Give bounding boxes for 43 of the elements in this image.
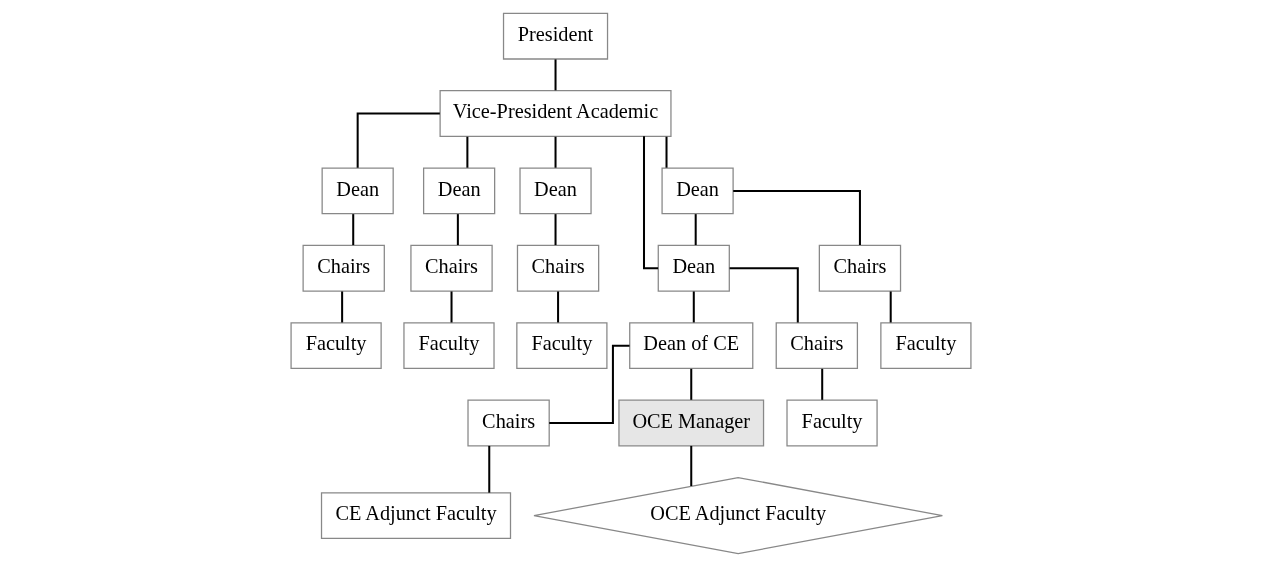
connector (356, 112, 440, 168)
connector (557, 291, 560, 323)
connector (665, 136, 668, 168)
node-box: Faculty (516, 322, 608, 370)
node-box: Dean (321, 167, 394, 215)
connector (352, 214, 355, 246)
connector (554, 136, 557, 168)
connector (694, 214, 697, 246)
node-box: Faculty (290, 322, 382, 370)
connector (889, 291, 892, 323)
node-box: President (502, 12, 609, 60)
node-box: Dean (519, 167, 592, 215)
node-box: Chairs (775, 322, 859, 370)
node-box: Chairs (516, 244, 600, 292)
connector (690, 445, 693, 486)
node-box: Faculty (880, 322, 972, 370)
node-box: Dean (423, 167, 496, 215)
connector (692, 291, 695, 323)
node-box: Chairs (467, 399, 550, 447)
connector (643, 136, 659, 270)
node-box: Faculty (786, 399, 878, 447)
node-box: CE Adjunct Faculty (320, 492, 512, 540)
connector (466, 136, 469, 168)
node-box: Chairs (302, 244, 385, 292)
node-box: Chairs (410, 244, 493, 292)
node-box: Faculty (403, 322, 495, 370)
node-box: Vice-President Academic (439, 90, 672, 137)
connector (733, 189, 861, 246)
connector (821, 368, 824, 400)
connector (450, 291, 453, 323)
connector (488, 445, 491, 493)
node-box: Dean (661, 167, 734, 215)
node-box: Dean (657, 244, 730, 292)
node-box: Dean of CE (629, 322, 754, 370)
connector (341, 291, 344, 323)
node-box: Chairs (818, 244, 902, 292)
node-diamond: OCE Adjunct Faculty (533, 476, 944, 555)
connector (456, 214, 459, 246)
connector (554, 214, 557, 246)
connector (554, 59, 557, 91)
connector (690, 368, 693, 400)
connector (729, 267, 799, 323)
node-box: OCE Manager (618, 399, 765, 447)
